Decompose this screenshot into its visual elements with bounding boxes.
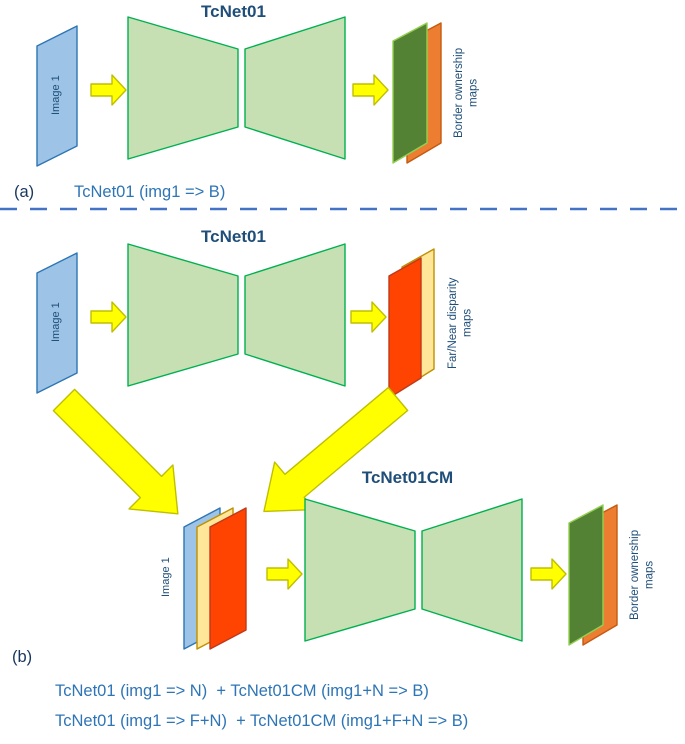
- panel-b-input-image-label: Image 1: [50, 302, 62, 342]
- panel-a-caption: TcNet01 (img1 => B): [74, 183, 226, 201]
- panel-b-diagonal-arrow-left-icon: [52, 388, 179, 515]
- panel-a-net-title: TcNet01: [201, 2, 266, 21]
- panel-b-composite-input-label: Image 1: [160, 557, 172, 597]
- panel-a-tag: (a): [14, 183, 35, 201]
- panel-b-disparity-maps-label: Far/Near disparity maps: [447, 277, 474, 369]
- panel-a-border-maps-shape: [392, 22, 442, 164]
- panel-a-decoder-shape: [244, 16, 346, 160]
- panel-b-decoder-shape: [244, 243, 346, 387]
- panel-b-border-maps-shape: [568, 504, 618, 646]
- panel-a-encoder-shape: [127, 16, 239, 160]
- panel-divider: [0, 207, 685, 211]
- panel-a-input-image-shape: [36, 25, 78, 167]
- panel-b-encoder-shape: [127, 243, 239, 387]
- panel-b-net1-title: TcNet01: [201, 227, 266, 246]
- panel-a-arrow-in-icon: [90, 74, 127, 106]
- panel-b-caption-line1: TcNet01 (img1 => N) + TcNet01CM (img1+N …: [55, 682, 429, 700]
- panel-b-arrow-in2-icon: [266, 558, 303, 590]
- panel-a-arrow-out-icon: [352, 74, 389, 106]
- panel-a-input-image-label: Image 1: [50, 75, 62, 115]
- panel-b-arrow-in-icon: [90, 301, 127, 333]
- panel-b-caption-line2: TcNet01 (img1 => F+N) + TcNet01CM (img1+…: [55, 712, 469, 730]
- panel-b-tag: (b): [12, 648, 33, 666]
- panel-b-decoder2-shape: [421, 498, 523, 642]
- panel-b-border-maps-label: Border ownership maps: [629, 529, 656, 621]
- panel-b-composite-input-shape: [183, 507, 247, 650]
- panel-a-border-maps-label: Border ownership maps: [453, 47, 480, 139]
- panel-b-arrow-out-icon: [350, 301, 387, 333]
- panel-b-arrow-out2-icon: [530, 558, 567, 590]
- panel-b-encoder2-shape: [304, 498, 416, 642]
- panel-b-input-image-shape: [36, 252, 78, 394]
- panel-b-disparity-maps-shape: [388, 248, 435, 399]
- panel-b-net2-title: TcNet01CM: [361, 468, 454, 487]
